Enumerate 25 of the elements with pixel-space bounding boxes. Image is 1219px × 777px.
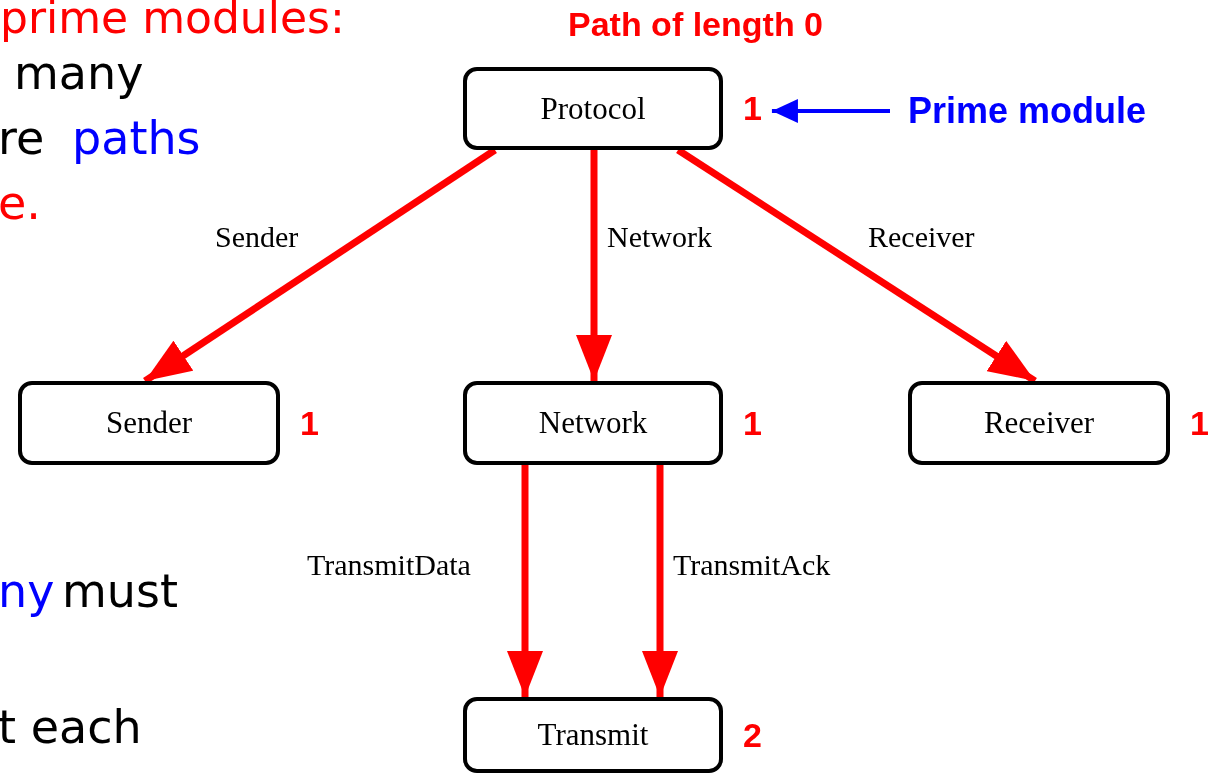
- path-length-number: 1: [1190, 403, 1209, 443]
- text-fragment: paths: [72, 113, 201, 164]
- text-fragment: many: [14, 48, 144, 99]
- arrow: [576, 150, 612, 381]
- module-name: Network: [538, 405, 648, 441]
- module-name: Protocol: [540, 90, 646, 127]
- arrow: [507, 465, 543, 697]
- module-name: Transmit: [537, 717, 649, 753]
- text-fragment: prime modules:: [0, 0, 345, 43]
- path-length-number: 1: [300, 403, 319, 443]
- module-name: Sender: [105, 405, 193, 441]
- path-length-number: 1: [743, 89, 762, 128]
- heading-text: Path of length 0: [568, 6, 823, 44]
- text-fragment: e.: [0, 178, 41, 229]
- text-fragment: ny: [0, 566, 55, 617]
- arrow: [771, 99, 890, 123]
- path-length-number: 2: [743, 715, 762, 755]
- text-fragment: must: [62, 566, 178, 617]
- arrow: [143, 147, 497, 384]
- module-name: Receiver: [983, 405, 1095, 441]
- text-fragment: re: [0, 113, 45, 164]
- path-length-number: 1: [743, 403, 762, 443]
- arrow: [676, 147, 1037, 384]
- annotation-text: Prime module: [908, 90, 1147, 132]
- arrow: [642, 465, 678, 697]
